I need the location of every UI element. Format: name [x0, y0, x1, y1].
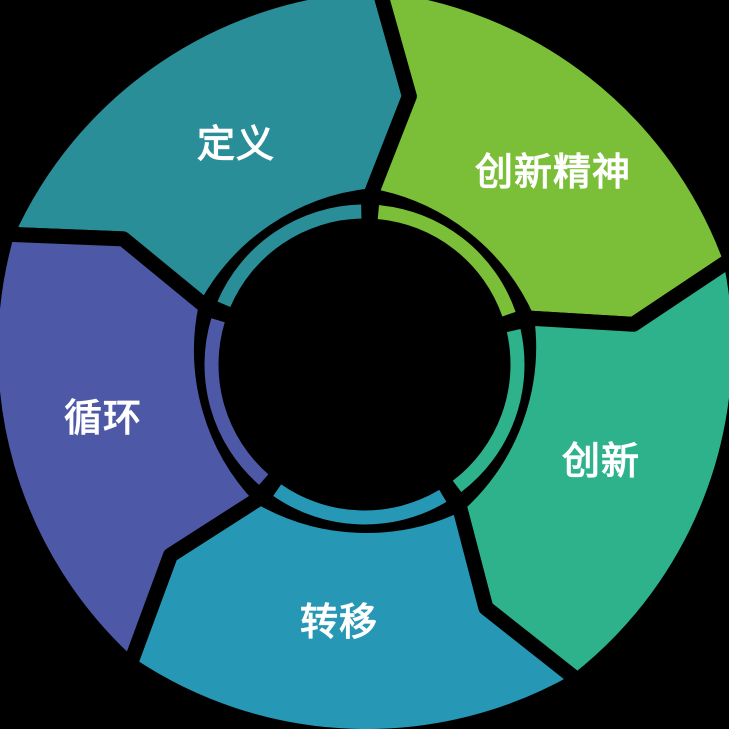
segment-xunhuan-shape	[0, 226, 269, 673]
segment-chuangxinjingshen-label: 创新精神	[475, 150, 631, 194]
segment-dingyi-inner-ring-arc	[217, 204, 362, 308]
segment-zhuanyi-shape	[122, 489, 585, 729]
segment-chuangxinjingshen-inner-ring-arc	[377, 205, 516, 317]
segment-zhuanyi-inner-ring-arc	[273, 484, 447, 525]
segment-chuangxin-shape	[451, 252, 729, 688]
segment-xunhuan-inner-ring-arc	[204, 318, 269, 485]
segment-chuangxin-inner-ring-arc	[452, 329, 525, 492]
segment-zhuanyi-label: 转移	[300, 600, 378, 644]
segment-chuangxin-label: 创新	[562, 439, 640, 483]
segment-xunhuan-label: 循环	[64, 396, 142, 440]
segment-chuangxinjingshen-shape	[362, 0, 729, 332]
segment-dingyi-shape	[0, 0, 417, 315]
segment-dingyi-label: 定义	[197, 122, 275, 166]
